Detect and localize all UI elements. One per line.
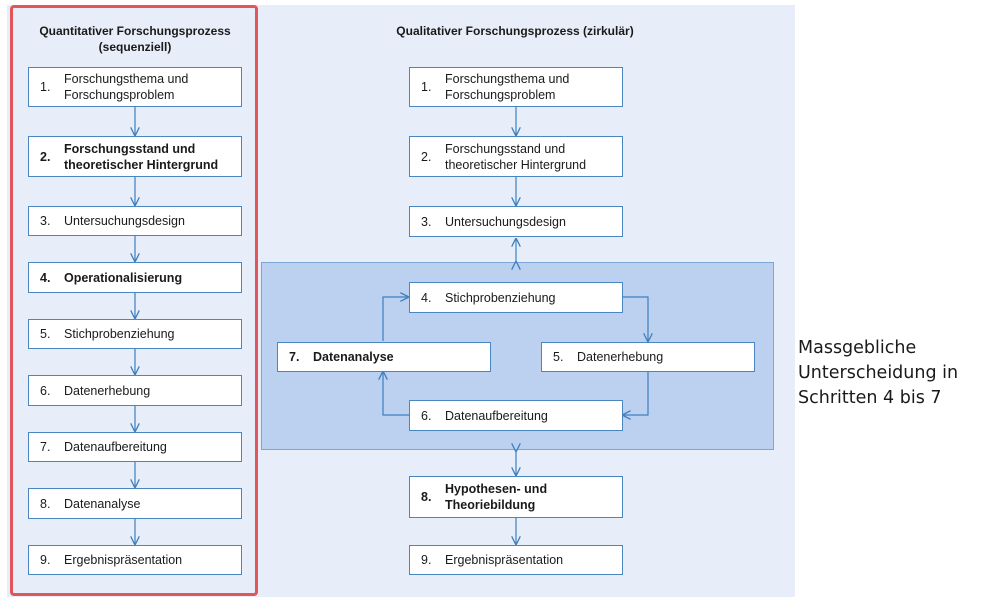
quant-step-3: 3. Untersuchungsdesign (28, 206, 242, 236)
quant-step-5-label: Stichprobenziehung (64, 327, 175, 341)
quant-step-3-number: 3. (40, 214, 51, 228)
qual-step-4-number: 4. (421, 290, 432, 305)
quant-step-4: 4. Operationalisierung (28, 262, 242, 293)
qual-step-6: 6. Datenaufbereitung (409, 400, 623, 431)
qual-step-4-label: Stichprobenziehung (445, 290, 556, 305)
qual-step-6-number: 6. (421, 408, 432, 423)
quant-step-4-label: Operationalisierung (64, 270, 183, 285)
quant-step-7: 7. Datenaufbereitung (28, 432, 242, 462)
qual-step-1-label: Forschungsthema und Forschungsproblem (445, 72, 570, 102)
arrow-loop-4-5 (622, 296, 648, 341)
quant-step-6-number: 6. (40, 383, 51, 398)
qual-step-8: 8. Hypothesen- und Theoriebildung (409, 476, 623, 518)
side-note: Massgebliche Unterscheidung in Schritten… (798, 338, 959, 408)
highlight-frame (10, 5, 258, 596)
quant-step-4-number: 4. (40, 270, 51, 285)
qual-step-3-number: 3. (421, 214, 432, 229)
quant-step-9: 9. Ergebnispräsentation (28, 545, 242, 575)
arrow-loop-6-7 (383, 372, 409, 416)
quant-step-7-label: Datenaufbereitung (64, 440, 167, 454)
quant-step-5: 5. Stichprobenziehung (28, 319, 242, 349)
quant-step-1: 1. Forschungsthema und Forschungsproblem (28, 67, 242, 107)
quantitative-title: Quantitativer Forschungsprozess (sequenz… (20, 23, 250, 55)
qual-step-6-label: Datenaufbereitung (445, 408, 548, 423)
quant-step-6: 6. Datenerhebung (28, 375, 242, 406)
quant-step-1-label: Forschungsthema und Forschungsproblem (64, 72, 189, 102)
qual-step-2-label: Forschungsstand und theoretischer Hinter… (445, 141, 587, 172)
quant-step-5-number: 5. (40, 327, 51, 341)
qual-step-7: 7. Datenanalyse (277, 342, 491, 372)
qual-step-9-label: Ergebnispräsentation (445, 553, 564, 567)
qual-step-8-label: Hypothesen- und Theoriebildung (445, 482, 548, 512)
qual-step-5: 5. Datenerhebung (541, 342, 755, 372)
qual-step-1-number: 1. (421, 80, 432, 94)
qual-step-7-number: 7. (289, 350, 300, 364)
quant-step-9-number: 9. (40, 553, 51, 567)
qual-step-1: 1. Forschungsthema und Forschungsproblem (409, 67, 623, 107)
qual-step-2-number: 2. (421, 149, 432, 164)
qual-step-5-number: 5. (553, 350, 564, 364)
quantitative-title-line1: Quantitativer Forschungsprozess (39, 24, 231, 38)
quant-step-2-label: Forschungsstand und theoretischer Hinter… (64, 141, 219, 172)
quantitative-title-line2: (sequenziell) (98, 40, 172, 54)
arrow-loop-5-6 (623, 372, 649, 415)
qual-step-3-label: Untersuchungsdesign (445, 214, 566, 229)
quant-step-7-number: 7. (40, 440, 51, 454)
quant-step-1-number: 1. (40, 80, 51, 94)
quant-step-8-label: Datenanalyse (64, 496, 141, 511)
quant-step-6-label: Datenerhebung (64, 383, 151, 398)
quant-step-8-number: 8. (40, 496, 51, 511)
qual-step-5-label: Datenerhebung (577, 350, 664, 364)
quant-step-9-label: Ergebnispräsentation (64, 553, 183, 567)
quant-step-2-number: 2. (40, 149, 51, 164)
qual-step-8-number: 8. (421, 490, 432, 504)
qual-step-7-label: Datenanalyse (313, 350, 394, 364)
qualitative-title: Qualitativer Forschungsprozess (zirkulär… (396, 24, 634, 38)
quant-step-8: 8. Datenanalyse (28, 488, 242, 519)
qual-step-9-number: 9. (421, 553, 432, 567)
quant-step-3-label: Untersuchungsdesign (64, 214, 185, 228)
qual-step-4: 4. Stichprobenziehung (409, 282, 623, 313)
quant-step-2: 2. Forschungsstand und theoretischer Hin… (28, 136, 242, 177)
qual-step-2: 2. Forschungsstand und theoretischer Hin… (409, 136, 623, 177)
arrow-loop-7-4 (382, 297, 408, 341)
qual-step-9: 9. Ergebnispräsentation (409, 545, 623, 575)
qual-step-3: 3. Untersuchungsdesign (409, 206, 623, 237)
